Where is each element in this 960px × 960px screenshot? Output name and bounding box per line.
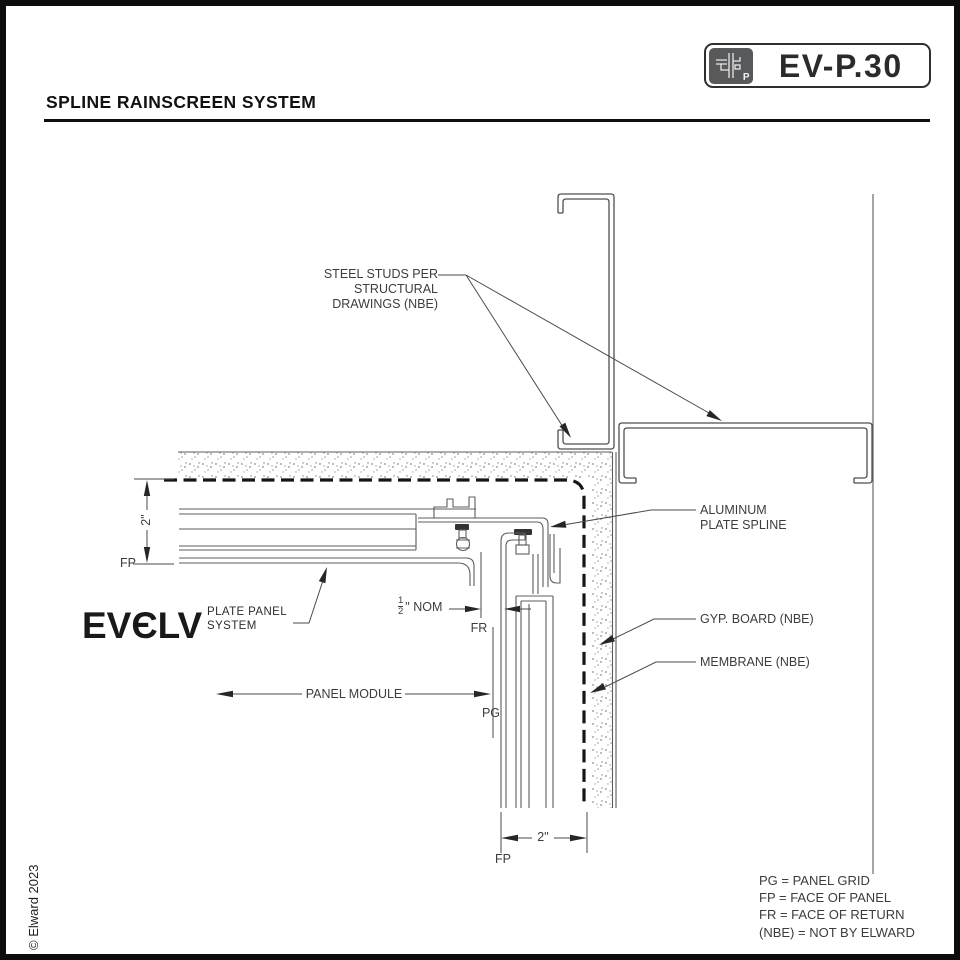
page-title: SPLINE RAINSCREEN SYSTEM: [46, 92, 317, 112]
label-gyp-board: GYP. BOARD (NBE): [700, 612, 814, 626]
label-aluminum-spline: ALUMINUM PLATE SPLINE: [700, 503, 787, 532]
label-pg: PG: [481, 706, 501, 720]
leader-arrowheads: [318, 410, 722, 693]
half-fraction: 1 2: [398, 595, 404, 617]
label-steel-studs-line3: DRAWINGS (NBE): [332, 297, 438, 312]
dimension-lines: [133, 478, 588, 853]
fasteners: [455, 524, 532, 555]
label-fp-bottom: FP: [495, 852, 511, 866]
panel-detail-logo-icon: P: [708, 47, 753, 84]
legend-fr: FR = FACE OF RETURN: [759, 907, 905, 923]
logo-glyph: [715, 52, 741, 78]
label-panel-module: PANEL MODULE: [305, 687, 403, 701]
evolv-tagline-line2: SYSTEM: [207, 619, 257, 632]
evolv-tagline: PLATE PANEL SYSTEM: [207, 606, 287, 633]
label-aluminum-spline-line2: PLATE SPLINE: [700, 517, 787, 532]
aluminum-plate-spline: [418, 517, 549, 587]
label-membrane: MEMBRANE (NBE): [700, 655, 810, 669]
abbreviation-legend: PG = PANEL GRID FP = FACE OF PANEL FR = …: [759, 872, 915, 941]
label-fr: FR: [470, 621, 488, 635]
gyp-board-fill: [178, 451, 617, 808]
dim-half-nom-suffix: " NOM: [405, 599, 443, 614]
steel-track-horizontal: [618, 422, 873, 484]
drawing-number: EV-P.30: [778, 48, 903, 84]
soffit-panel: [179, 496, 476, 586]
leader-lines: [293, 274, 710, 688]
fraction-denominator: 2: [398, 606, 404, 617]
wall-panel: [500, 532, 561, 808]
label-steel-studs-line1: STEEL STUDS PER: [323, 267, 438, 281]
copyright-text: © Elward 2023: [26, 864, 41, 950]
title-underline: [44, 119, 930, 122]
legend-nbe: (NBE) = NOT BY ELWARD: [759, 924, 915, 940]
dim-2in-left: 2": [139, 514, 154, 526]
detail-drawing: [133, 193, 874, 874]
fraction-numerator: 1: [398, 595, 404, 606]
label-aluminum-spline-line1: ALUMINUM: [700, 503, 767, 517]
dim-2in-bottom: 2": [537, 830, 549, 844]
legend-fp: FP = FACE OF PANEL: [759, 890, 892, 906]
membrane-line: [164, 478, 586, 806]
dimension-arrowheads: [143, 480, 587, 842]
dim-half-nom: 1 2 " NOM: [398, 596, 442, 617]
evolv-wordmark: EVЄLV: [82, 605, 203, 646]
steel-stud-vertical: [557, 193, 615, 450]
legend-pg: PG = PANEL GRID: [759, 873, 870, 888]
drawing-number-block: P EV-P.30: [704, 43, 931, 88]
logo-letter: P: [742, 71, 750, 83]
evolv-tagline-line1: PLATE PANEL: [207, 606, 288, 618]
label-steel-studs-line2: STRUCTURAL: [353, 282, 438, 297]
label-steel-studs: STEEL STUDS PER STRUCTURAL DRAWINGS (NBE…: [286, 267, 438, 313]
label-fp-left: FP: [120, 556, 136, 570]
